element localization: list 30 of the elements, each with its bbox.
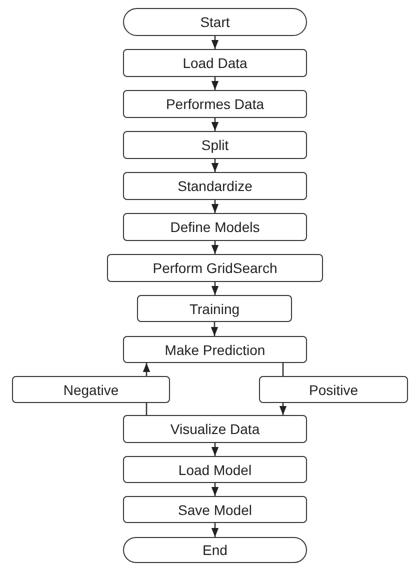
process-box: Negative [12,376,170,403]
process-box: Performes Data [123,90,307,118]
arrow [211,77,219,90]
connector-line [146,403,148,415]
arrow [211,36,219,49]
process-box: Save Model [123,496,307,523]
terminal-pill: End [123,537,307,563]
arrow [279,403,287,415]
process-box: Define Models [123,213,307,241]
process-box: Split [123,131,307,159]
terminal-pill: Start [123,8,307,36]
arrow [210,322,218,336]
arrow [211,118,219,131]
process-box: Load Model [123,456,307,483]
process-box: Make Prediction [123,336,307,363]
process-box: Standardize [123,172,307,200]
arrow [211,200,219,213]
arrow [211,523,219,537]
arrow [211,159,219,172]
process-box: Positive [259,376,408,403]
arrow [211,241,219,254]
process-box: Perform GridSearch [107,254,323,282]
arrow [211,483,219,496]
arrow [211,282,219,295]
arrow [211,443,219,456]
connector-line [282,363,284,376]
process-box: Training [137,295,292,322]
process-box: Visualize Data [123,415,307,443]
process-box: Load Data [123,49,307,77]
arrow [142,363,150,376]
